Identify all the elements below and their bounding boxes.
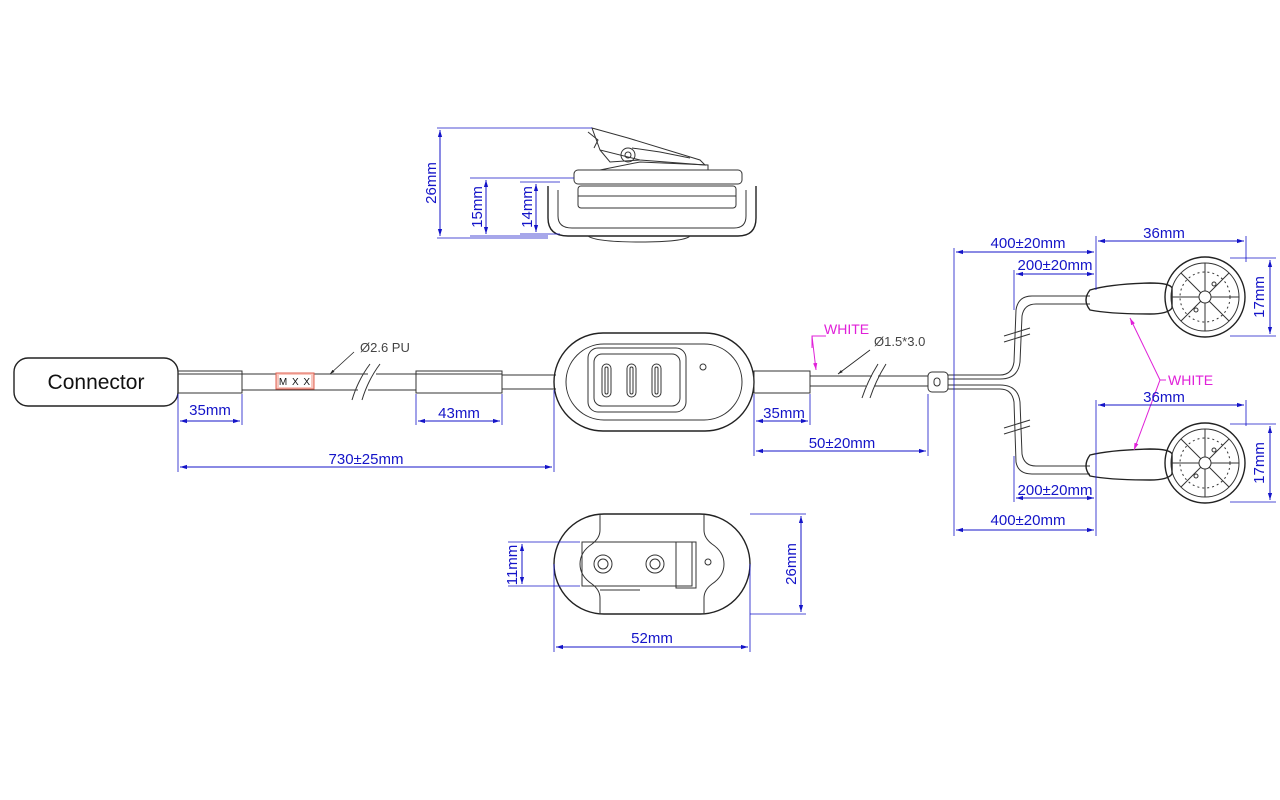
sensor-bottom <box>1085 422 1246 504</box>
cable-marker-label: M X X <box>279 377 311 388</box>
main-dimension-lines <box>177 390 929 472</box>
back-view-drawing <box>553 513 751 615</box>
branch-cable-note: Ø1.5*3.0 <box>874 334 925 349</box>
control-box <box>553 332 755 432</box>
back-dimension-lines <box>508 513 806 652</box>
sensor-top <box>1085 256 1246 338</box>
back-clip-height: 11mm <box>504 545 521 586</box>
side-body-height-label: 15mm <box>469 186 486 228</box>
branch-dimension-lines <box>953 236 1276 536</box>
connector-label: Connector <box>48 371 145 394</box>
main-cable <box>177 363 556 401</box>
back-width: 52mm <box>631 630 673 647</box>
side-total-height-label: 26mm <box>423 162 440 204</box>
main-cable-length: 730±25mm <box>329 451 404 468</box>
sensor-top-width: 36mm <box>1143 225 1185 242</box>
side-inner-height-label: 14mm <box>519 186 536 228</box>
white-label-sensors: WHITE <box>1168 372 1213 388</box>
branch-cable <box>753 295 1090 475</box>
side-view-drawing <box>437 127 757 243</box>
main-cable-note: Ø2.6 PU <box>360 340 410 355</box>
midsleeve-length: 43mm <box>438 405 480 422</box>
branch-top-inner-length: 200±20mm <box>1018 257 1093 274</box>
branch-bottom-inner-length: 200±20mm <box>1018 482 1093 499</box>
sensor-bottom-height: 17mm <box>1251 442 1268 484</box>
connector-sleeve-length: 35mm <box>189 402 231 419</box>
branch-top-outer-length: 400±20mm <box>991 235 1066 252</box>
branch-bottom-outer-length: 400±20mm <box>991 512 1066 529</box>
right-sleeve-length: 35mm <box>763 405 805 422</box>
white-label-cable: WHITE <box>824 321 869 337</box>
sensor-bottom-width: 36mm <box>1143 389 1185 406</box>
back-height: 26mm <box>783 543 800 585</box>
splitter-distance: 50±20mm <box>809 435 876 452</box>
sensor-top-height: 17mm <box>1251 276 1268 318</box>
